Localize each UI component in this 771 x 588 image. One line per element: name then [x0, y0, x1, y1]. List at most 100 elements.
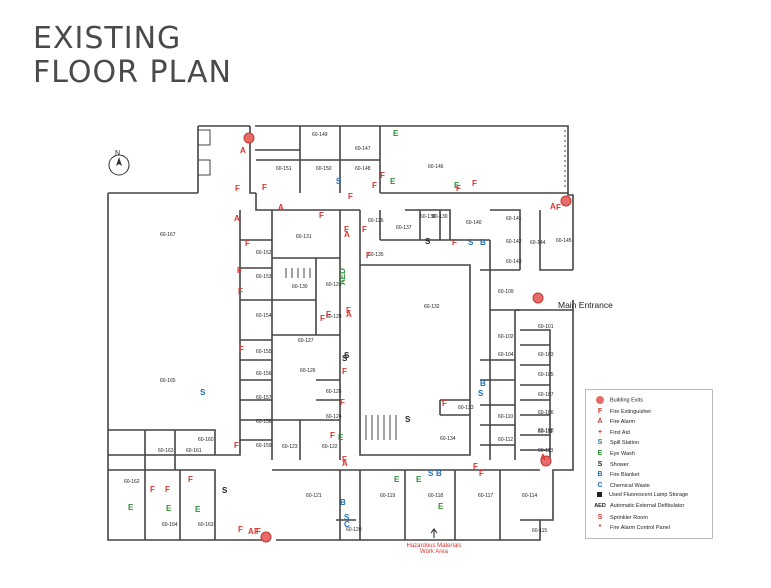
- safety-symbol: F: [348, 192, 353, 201]
- safety-symbol: E: [195, 505, 201, 514]
- room-label: 60-123: [282, 444, 298, 450]
- hazard-label-line-2: Work Area: [420, 549, 448, 555]
- room-label: 60-111: [538, 429, 553, 435]
- legend-label: Shower: [610, 461, 629, 468]
- room-label: 60-110: [498, 414, 513, 420]
- safety-symbol: E: [416, 475, 422, 484]
- room-label: 60-140: [466, 220, 482, 226]
- room-label: 60-114: [522, 493, 537, 499]
- safety-symbol: F: [262, 183, 267, 192]
- safety-symbol: F: [256, 527, 261, 536]
- safety-symbol: F: [235, 184, 240, 193]
- room-label: 60-118: [428, 493, 443, 499]
- safety-symbol: F: [330, 431, 335, 440]
- legend-label: Automatic External Defibulator: [610, 503, 685, 509]
- safety-symbol: E: [128, 503, 134, 512]
- safety-symbol: F: [239, 345, 244, 354]
- lamp-storage-icon: [597, 492, 602, 498]
- room-label: 60-146: [428, 164, 444, 170]
- exit-marker: [560, 195, 572, 207]
- safety-symbol: A: [240, 146, 246, 155]
- room-label: 60-162: [124, 479, 140, 485]
- safety-symbol: S: [342, 354, 348, 363]
- room-label: 60-119: [380, 493, 395, 499]
- page-title: EXISTING FLOOR PLAN: [33, 22, 232, 90]
- safety-symbol: B: [340, 498, 346, 507]
- room-label: 60-164: [162, 522, 178, 528]
- safety-symbol: F: [165, 485, 170, 494]
- room-label: 60-161: [186, 448, 202, 454]
- room-label: 60-130: [292, 284, 308, 290]
- room-label: 60-165: [160, 378, 176, 384]
- room-label: 60-142: [506, 239, 522, 245]
- room-label: 60-134: [440, 436, 456, 442]
- legend-item: Used Fluorescent Lamp Storage: [590, 491, 688, 500]
- safety-symbol: E: [454, 181, 460, 190]
- room-label: 60-103: [538, 352, 554, 358]
- room-label: 60-167: [160, 232, 176, 238]
- safety-symbol: F: [254, 527, 259, 536]
- room-label: 60-137: [396, 225, 412, 231]
- safety-symbol: F: [472, 179, 477, 188]
- legend-key: S: [597, 460, 603, 468]
- legend-item: *Fire Alarm Control Panel: [590, 523, 670, 532]
- safety-symbol: S: [425, 237, 431, 246]
- safety-symbol: E: [338, 433, 344, 442]
- safety-symbol: E: [438, 502, 444, 511]
- room-label: 60-102: [498, 334, 514, 340]
- safety-symbol: AED: [338, 268, 347, 285]
- safety-symbol: F: [234, 441, 239, 450]
- safety-symbol: A: [344, 230, 350, 239]
- safety-symbol: F: [150, 485, 155, 494]
- room-label: 60-160: [198, 437, 214, 443]
- legend-item: S Shower: [590, 460, 629, 469]
- room-label: 60-133: [458, 405, 474, 411]
- exit-marker: [540, 455, 552, 467]
- legend-label: Fire Alarm Control Panel: [610, 525, 670, 532]
- safety-symbol: F: [346, 306, 351, 315]
- safety-symbol: F: [362, 225, 367, 234]
- room-label: 60-156: [256, 371, 272, 377]
- safety-symbol: F: [238, 287, 243, 296]
- room-label: 60-122: [322, 444, 338, 450]
- safety-symbol: S: [344, 351, 350, 360]
- room-label: 60-159: [256, 443, 272, 449]
- exit-dot-icon: [596, 396, 604, 404]
- room-label: 60-143: [506, 259, 522, 265]
- safety-symbol: A: [346, 310, 352, 319]
- safety-symbol: F: [237, 266, 242, 275]
- safety-symbol: F: [340, 398, 345, 407]
- safety-symbol: S: [478, 389, 484, 398]
- room-label: 60-105: [538, 372, 554, 378]
- safety-symbol: A: [342, 459, 348, 468]
- legend-key: AED: [594, 503, 606, 509]
- room-label: 60-157: [256, 395, 272, 401]
- safety-symbol: F: [245, 239, 250, 248]
- legend-label: Fire Alarm: [610, 419, 636, 426]
- safety-symbol: B: [480, 379, 486, 388]
- room-label: 60-131: [296, 234, 312, 240]
- safety-symbol: E: [166, 504, 172, 513]
- room-label: 60-109: [498, 289, 514, 295]
- room-label: 60-129: [326, 282, 342, 288]
- room-label: 60-151: [276, 166, 292, 172]
- room-label: 60-154: [256, 313, 272, 319]
- safety-symbol: F: [342, 367, 347, 376]
- room-label: 60-112: [498, 437, 513, 443]
- safety-symbol: F: [380, 171, 385, 180]
- room-label: 60-101: [538, 324, 554, 330]
- exit-marker: [243, 132, 255, 144]
- room-label: 60-127: [298, 338, 314, 344]
- safety-symbol: F: [319, 211, 324, 220]
- legend-key: S: [597, 439, 603, 447]
- room-label: 60-145: [556, 238, 572, 244]
- safety-symbol: F: [188, 475, 193, 484]
